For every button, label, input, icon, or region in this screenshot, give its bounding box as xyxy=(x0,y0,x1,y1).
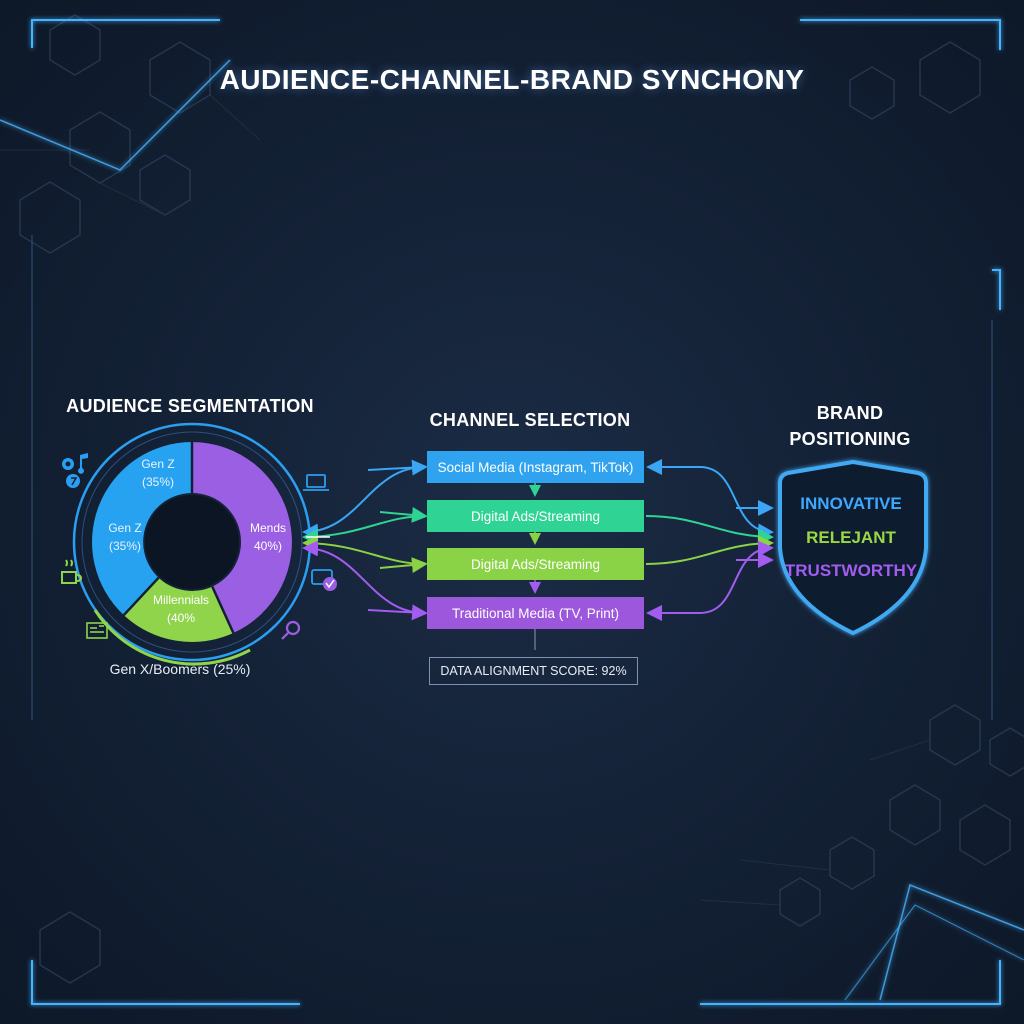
segment-mends xyxy=(192,442,292,633)
channel-box-digital-ads-2: Digital Ads/Streaming xyxy=(427,548,644,580)
segment-label-percent: (35%) xyxy=(108,539,141,553)
segment-genz xyxy=(92,442,192,616)
channel-box-digital-ads: Digital Ads/Streaming xyxy=(427,500,644,532)
corner-frame xyxy=(0,19,1024,1005)
segment-label-name: Gen Z xyxy=(141,457,175,471)
brand-attribute-trustworthy: TRUSTWORTHY xyxy=(784,561,918,580)
segment-millennials xyxy=(123,577,234,642)
segment-label-mends: Mends 40%) xyxy=(238,519,298,555)
segment-label-name: Mends xyxy=(249,521,287,535)
brand-positioning-title-line2: POSITIONING xyxy=(789,429,911,449)
hexagon-pattern xyxy=(19,14,1024,984)
newspaper-icon xyxy=(86,622,108,639)
brand-attribute-innovative: INNOVATIVE xyxy=(800,494,902,513)
tv-heart-icon xyxy=(311,569,337,591)
brand-shield xyxy=(778,459,928,636)
page-title: AUDIENCE-CHANNEL-BRAND SYNCHONY xyxy=(219,64,805,95)
channel-selection-title: CHANNEL SELECTION xyxy=(429,410,631,430)
outer-ring-thin xyxy=(81,431,303,653)
segment-label-percent: (35%) xyxy=(141,475,174,489)
channel-box-traditional-media: Traditional Media (TV, Print) xyxy=(427,597,644,629)
brand-positioning-title-line1: BRAND xyxy=(816,403,884,423)
segment-label-percent: (40% xyxy=(166,611,195,625)
segment-label-name: Millennials xyxy=(152,593,210,607)
coffee-icon xyxy=(61,559,83,584)
music-icon xyxy=(62,453,88,488)
outer-ring-green-arc xyxy=(93,609,251,666)
segment-label-millennials: Millennials (40% xyxy=(143,591,219,627)
channel-box-social-media: Social Media (Instagram, TikTok) xyxy=(427,451,644,483)
laptop-icon xyxy=(303,474,329,491)
segment-label-genz-top: Gen Z (35%) xyxy=(128,455,188,491)
segment-label-name: Gen Z xyxy=(108,521,142,535)
audience-segmentation-title: AUDIENCE SEGMENTATION xyxy=(66,396,314,416)
segment-label-genz-left: Gen Z (35%) xyxy=(95,519,155,555)
segment-label-percent: 40%) xyxy=(253,539,282,553)
data-alignment-score: DATA ALIGNMENT SCORE: 92% xyxy=(429,657,638,685)
brand-attribute-relevant: RELEJANT xyxy=(806,528,896,547)
search-icon xyxy=(281,620,301,640)
segment-label-genx-boomers: Gen X/Boomers (25%) xyxy=(109,661,251,677)
